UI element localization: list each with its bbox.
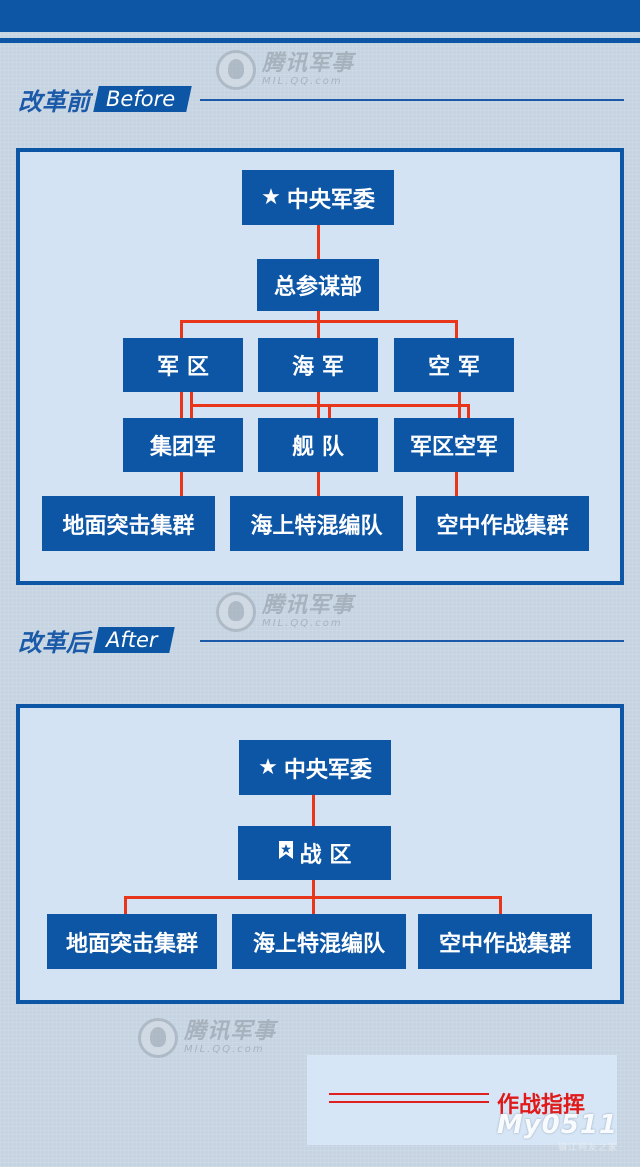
group-box: 海上特混编队: [230, 496, 403, 551]
star-icon: ★: [258, 755, 278, 780]
before-heading-en: Before: [93, 86, 192, 112]
watermark-cn: 腾讯军事: [262, 593, 355, 618]
connector: [455, 472, 458, 496]
connector: [124, 896, 127, 914]
connector: [317, 225, 320, 259]
watermark-cn: 腾讯军事: [262, 51, 355, 76]
top-banner-bar: [0, 0, 640, 32]
after-heading-cn: 改革后: [18, 628, 90, 657]
cmc-label: 中央军委: [286, 187, 375, 213]
connector: [180, 392, 183, 418]
corner-watermark-logo: My0511: [496, 1110, 618, 1140]
connector: [180, 320, 183, 338]
connector: [467, 404, 470, 418]
service-box: 空 军: [394, 338, 514, 392]
connector: [328, 404, 331, 418]
theater-command-box: 战 区: [238, 826, 391, 880]
legend-label: 作战指挥: [497, 1093, 586, 1118]
connector: [317, 392, 320, 418]
group-label: 海上特混编队: [252, 931, 385, 957]
connector: [455, 320, 458, 338]
watermark-en: MIL.QQ.com: [184, 1044, 265, 1055]
service-box: 军 区: [123, 338, 243, 392]
group-label: 空中作战集群: [438, 931, 571, 957]
general-staff-label: 总参谋部: [273, 275, 362, 300]
watermark-cn: 腾讯军事: [184, 1019, 277, 1044]
before-heading-cn: 改革前: [18, 87, 90, 116]
group-label: 空中作战集群: [436, 513, 569, 539]
service-box: 海 军: [258, 338, 378, 392]
legend-line-swatch: [329, 1101, 489, 1103]
connector: [180, 472, 183, 496]
watermark-top: 腾讯军事 MIL.QQ.com: [216, 50, 354, 90]
cmc-box: ★ 中央军委: [239, 740, 391, 795]
watermark-middle: 腾讯军事 MIL.QQ.com: [216, 592, 354, 632]
legend-line-swatch: [329, 1093, 489, 1095]
group-label: 地面突击集群: [62, 513, 195, 539]
theater-command-label: 战 区: [299, 843, 352, 868]
after-heading-en: After: [93, 627, 175, 653]
service-label: 海 军: [292, 355, 344, 380]
watermark-en: MIL.QQ.com: [262, 618, 343, 629]
connector: [499, 896, 502, 914]
command-label: 军区空军: [409, 435, 498, 460]
cmc-box: ★ 中央军委: [242, 170, 394, 225]
service-label: 空 军: [428, 355, 480, 380]
star-icon: ★: [261, 185, 281, 210]
connector: [317, 311, 320, 338]
group-label: 地面突击集群: [65, 931, 198, 957]
qq-logo-icon: [216, 592, 256, 632]
before-heading-rule: [200, 99, 624, 101]
connector: [180, 320, 458, 323]
connector: [458, 392, 461, 418]
group-box: 空中作战集群: [418, 914, 592, 969]
group-box: 地面突击集群: [47, 914, 217, 969]
group-box: 地面突击集群: [42, 496, 215, 551]
service-label: 军 区: [157, 355, 209, 380]
command-box: 军区空军: [394, 418, 514, 472]
general-staff-box: 总参谋部: [257, 259, 379, 311]
corner-watermark-sub: 镇江网友之家: [557, 1143, 618, 1153]
bookmark-star-icon: [278, 840, 294, 866]
after-heading: 改革后 After: [18, 625, 175, 657]
qq-logo-icon: [216, 50, 256, 90]
before-heading: 改革前 Before: [18, 84, 192, 116]
watermark-en: MIL.QQ.com: [262, 76, 343, 87]
cmc-label: 中央军委: [283, 757, 372, 783]
command-box: 集团军: [123, 418, 243, 472]
qq-logo-icon: [138, 1018, 178, 1058]
group-box: 空中作战集群: [416, 496, 589, 551]
corner-watermark: My0511 镇江网友之家: [497, 1110, 618, 1153]
command-label: 集团军: [149, 435, 216, 460]
group-label: 海上特混编队: [250, 513, 383, 539]
connector: [312, 795, 315, 826]
group-box: 海上特混编队: [232, 914, 406, 969]
command-box: 舰 队: [258, 418, 378, 472]
watermark-bottom: 腾讯军事 MIL.QQ.com: [138, 1018, 276, 1058]
after-heading-rule: [200, 640, 624, 642]
connector: [124, 896, 502, 899]
connector: [317, 472, 320, 496]
legend-box: 作战指挥: [307, 1055, 617, 1145]
command-label: 舰 队: [292, 435, 344, 460]
top-divider-line: [0, 38, 640, 43]
